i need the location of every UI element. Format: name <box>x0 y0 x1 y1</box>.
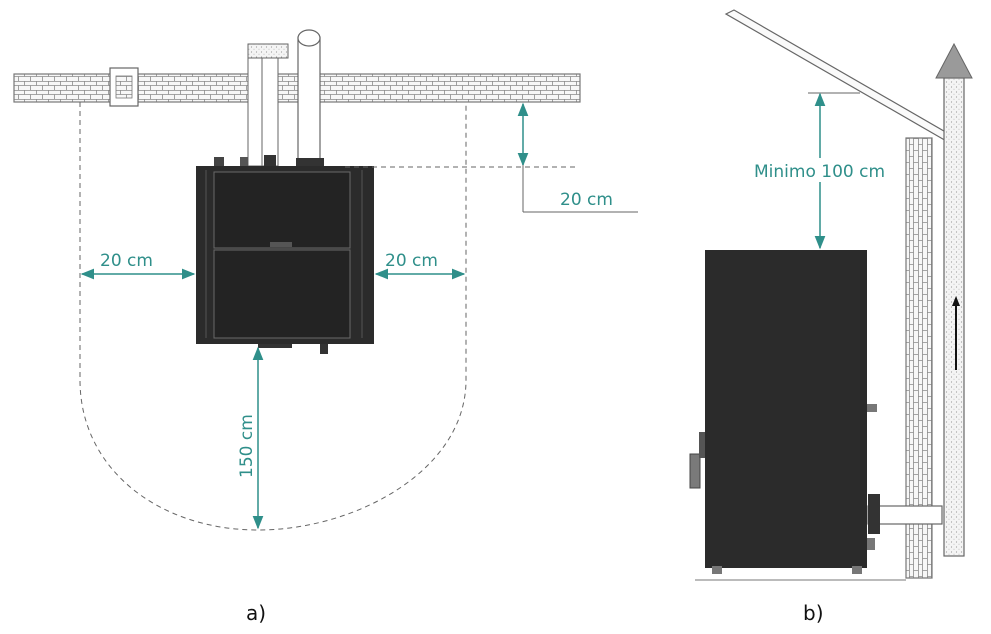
flue-duct <box>247 43 289 59</box>
caption-b: b) <box>803 601 824 625</box>
dimension-top: 20 cm <box>345 102 638 213</box>
stove-top-view <box>196 155 374 354</box>
chimney-stack <box>943 77 965 557</box>
label-clearance-right: 20 cm <box>385 251 438 271</box>
label-clearance-front: 150 cm <box>237 414 257 478</box>
label-clearance-top: 20 cm <box>560 190 613 210</box>
dimension-front: 150 cm <box>237 346 264 530</box>
dimension-left: 20 cm <box>80 251 196 280</box>
rear-wall <box>13 73 581 103</box>
label-clearance-left: 20 cm <box>100 251 153 271</box>
panel-b-side-view: Minimo 100 cm b) <box>689 9 973 625</box>
stove-side-view <box>689 250 906 581</box>
dimension-right: 20 cm <box>374 251 466 280</box>
side-wall <box>905 137 933 579</box>
dimension-roof: Minimo 100 cm <box>752 92 900 250</box>
chimney-cap <box>935 42 973 79</box>
caption-a: a) <box>246 601 266 625</box>
panel-a-top-view: 20 cm 20 cm 20 cm 150 cm a) <box>13 29 638 625</box>
roof <box>724 9 958 143</box>
clearance-zone <box>79 102 467 531</box>
chimney-pipe <box>297 37 321 163</box>
label-clearance-roof: Minimo 100 cm <box>754 162 885 182</box>
